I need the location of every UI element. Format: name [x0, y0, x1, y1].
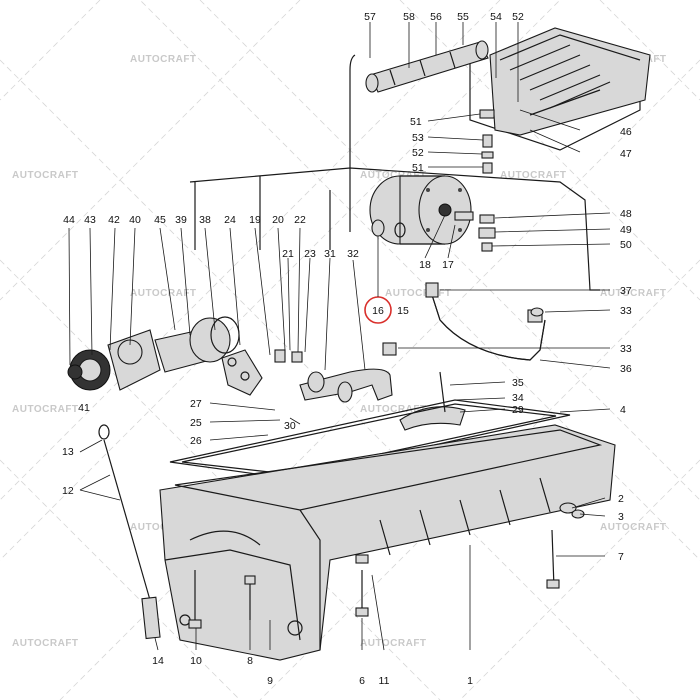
- watermark-logo: AUTOCRAFT: [130, 54, 197, 65]
- callout-labels: 57 58 56 55 54 52 51 53 52 51 46 47 48 4…: [62, 11, 632, 687]
- callout-37: 37: [620, 285, 632, 297]
- callout-36: 36: [620, 363, 632, 375]
- callout-7: 7: [618, 551, 624, 563]
- callout-1: 1: [467, 675, 473, 687]
- oil-line: [382, 282, 546, 361]
- oil-pump-assembly: [67, 316, 303, 396]
- callout-38: 38: [199, 214, 211, 226]
- callout-45: 45: [154, 214, 166, 226]
- callout-33: 33: [620, 305, 632, 317]
- callout-35: 35: [512, 377, 524, 389]
- callout-41: 41: [78, 402, 90, 414]
- vent-fittings: [478, 109, 496, 252]
- callout-17: 17: [442, 259, 454, 271]
- callout-51: 51: [412, 162, 424, 174]
- callout-19: 19: [249, 214, 261, 226]
- callout-12: 12: [62, 485, 74, 497]
- callout-18: 18: [419, 259, 431, 271]
- callout-32: 32: [347, 248, 359, 260]
- suction-pipe: [299, 368, 466, 431]
- sump-gasket: [169, 399, 571, 479]
- callout-52: 52: [412, 147, 424, 159]
- callout-30: 30: [284, 420, 296, 432]
- callout-42: 42: [108, 214, 120, 226]
- callout-25: 25: [190, 417, 202, 429]
- callout-47: 47: [620, 148, 632, 160]
- watermark-logo: AUTOCRAFT: [500, 170, 567, 181]
- callout-16: 16: [372, 305, 384, 317]
- leader-lines: [68, 22, 611, 651]
- callout-44: 44: [63, 214, 75, 226]
- filter-fitting: [371, 219, 406, 238]
- oil-filter: [369, 175, 474, 245]
- callout-56: 56: [430, 11, 442, 23]
- callout-40: 40: [129, 214, 141, 226]
- callout-49: 49: [620, 224, 632, 236]
- callout-53: 53: [412, 132, 424, 144]
- callout-4: 4: [620, 404, 626, 416]
- watermark-logo: AUTOCRAFT: [12, 638, 79, 649]
- watermark-logo: AUTOCRAFT: [360, 170, 427, 181]
- callout-26: 26: [190, 435, 202, 447]
- callout-39: 39: [175, 214, 187, 226]
- callout-8: 8: [247, 655, 253, 667]
- callout-50: 50: [620, 239, 632, 251]
- callout-43: 43: [84, 214, 96, 226]
- callout-48: 48: [620, 208, 632, 220]
- watermark-logo: AUTOCRAFT: [600, 288, 667, 299]
- callout-51: 51: [410, 116, 422, 128]
- watermark-logo: AUTOCRAFT: [12, 404, 79, 415]
- callout-2: 2: [618, 493, 624, 505]
- callout-52: 52: [512, 11, 524, 23]
- callout-14: 14: [152, 655, 164, 667]
- oil-sump: [159, 424, 616, 661]
- callout-31: 31: [324, 248, 336, 260]
- dipstick: [98, 424, 161, 640]
- callout-11: 11: [379, 675, 390, 687]
- callout-29: 29: [512, 404, 524, 416]
- callout-22: 22: [294, 214, 306, 226]
- rocker-cover: [489, 27, 651, 136]
- callout-54: 54: [490, 11, 502, 23]
- callout-55: 55: [457, 11, 469, 23]
- callout-6: 6: [359, 675, 365, 687]
- watermark-logo: AUTOCRAFT: [360, 404, 427, 415]
- breather-hose: [349, 40, 489, 232]
- callout-3: 3: [618, 511, 624, 523]
- callout-57: 57: [364, 11, 376, 23]
- callout-58: 58: [403, 11, 415, 23]
- callout-23: 23: [304, 248, 316, 260]
- callout-21: 21: [282, 248, 294, 260]
- watermark-logo: AUTOCRAFT: [130, 288, 197, 299]
- watermark-logo: AUTOCRAFT: [360, 638, 427, 649]
- callout-34: 34: [512, 392, 524, 404]
- sump-bolts: [188, 502, 585, 629]
- callout-10: 10: [190, 655, 202, 667]
- callout-20: 20: [272, 214, 284, 226]
- highlight-marker: [364, 236, 392, 324]
- callout-24: 24: [224, 214, 236, 226]
- callout-33: 33: [620, 343, 632, 355]
- callout-15: 15: [397, 305, 409, 317]
- callout-46: 46: [620, 126, 632, 138]
- callout-13: 13: [62, 446, 74, 458]
- watermark-logo: AUTOCRAFT: [12, 170, 79, 181]
- callout-9: 9: [267, 675, 273, 687]
- watermark-logo: AUTOCRAFT: [385, 288, 452, 299]
- watermark-logo: AUTOCRAFT: [600, 522, 667, 533]
- callout-27: 27: [190, 398, 202, 410]
